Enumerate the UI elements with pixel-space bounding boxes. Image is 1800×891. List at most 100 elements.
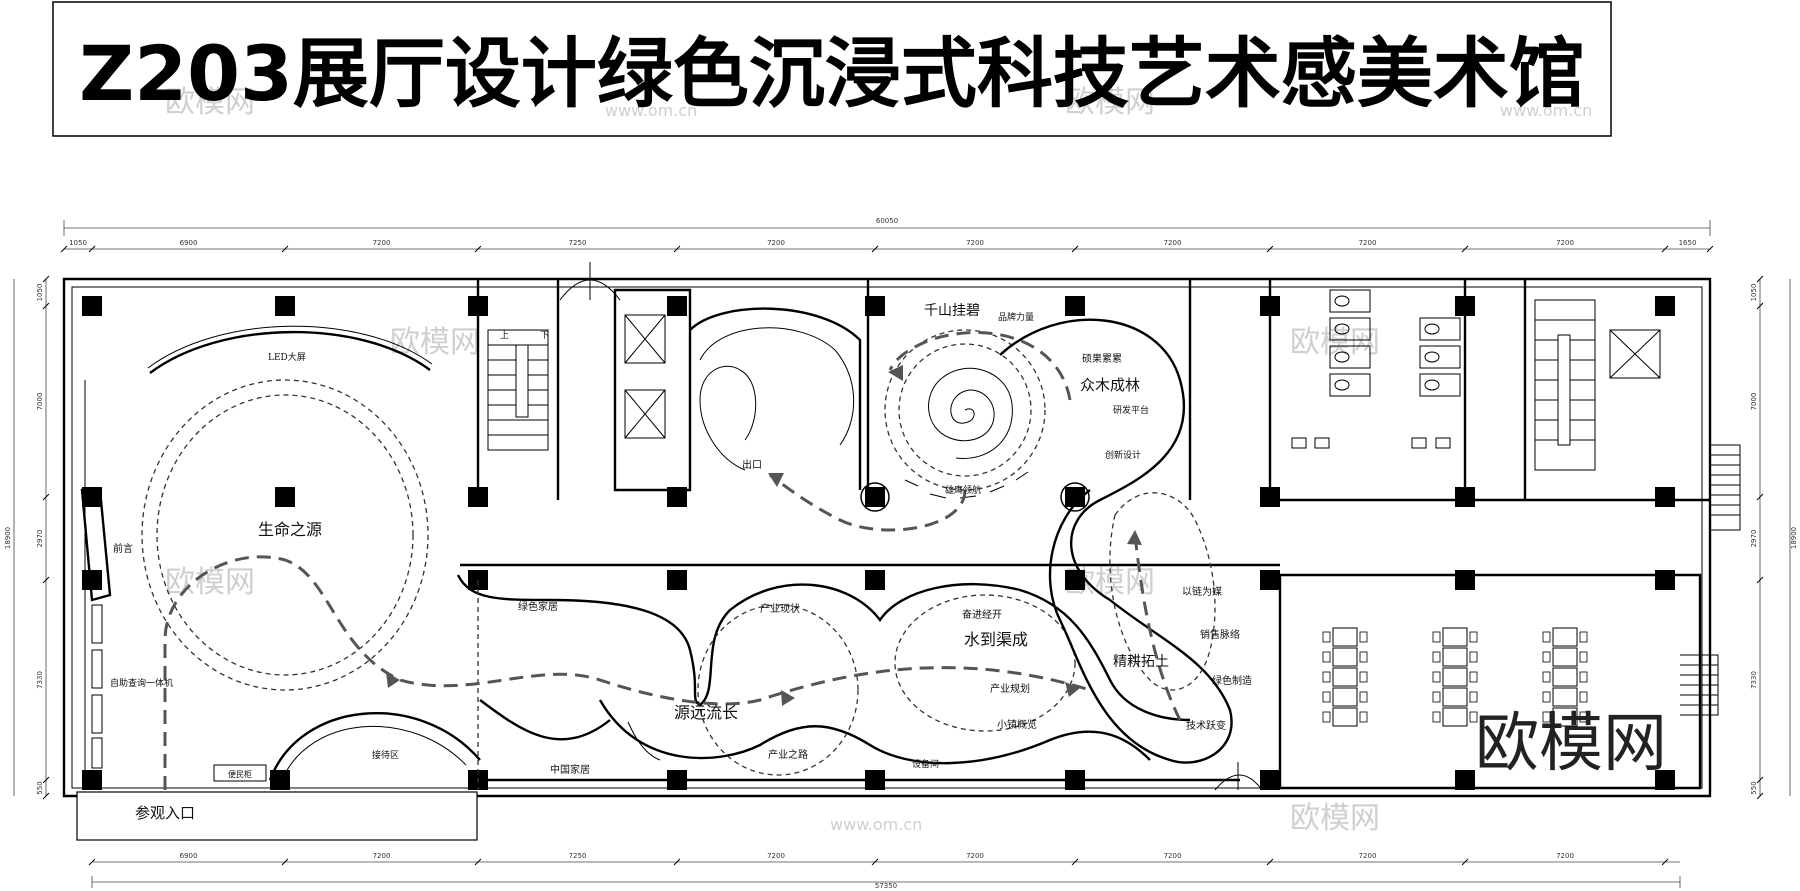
room-labels: LED大屏 生命之源 前言 自助查询一体机 便民柜 参观入口 接待区 绿色家居 …	[110, 303, 1252, 822]
label-brand-power: 品牌力量	[998, 311, 1034, 323]
chair	[1579, 671, 1588, 683]
dim-tick	[1071, 858, 1079, 866]
chair	[1579, 651, 1588, 663]
toilet-bowl	[1334, 379, 1350, 391]
dim-tick	[474, 858, 482, 866]
watermark-brand: 欧模网	[165, 565, 255, 600]
dim-segment-label: 1650	[1679, 239, 1697, 247]
toilet-stall	[1419, 345, 1461, 369]
label-forest: 众木成林	[1080, 376, 1140, 394]
dim-segment-label: 7250	[569, 239, 587, 247]
desk	[1332, 667, 1358, 687]
column	[1455, 770, 1475, 790]
page-title: Z203展厅设计绿色沉浸式科技艺术感美术馆	[79, 29, 1585, 118]
dim-segment-label: 6900	[180, 239, 198, 247]
label-kiosk: 自助查询一体机	[110, 677, 173, 689]
label-entrance: 参观入口	[135, 804, 195, 822]
dim-segment-label: 7200	[1359, 239, 1377, 247]
dim-tick	[673, 245, 681, 253]
column	[1065, 296, 1085, 316]
label-sales-network: 销售脉络	[1200, 628, 1240, 641]
dim-top-total: 60050	[876, 217, 898, 225]
chair	[1542, 671, 1551, 683]
chair	[1542, 631, 1551, 643]
sink	[1435, 437, 1451, 449]
dim-tick	[42, 302, 50, 310]
column	[1260, 487, 1280, 507]
dim-segment-label: 7200	[1556, 239, 1574, 247]
dim-tick	[88, 858, 96, 866]
dim-segment-label: 7200	[373, 852, 391, 860]
chair	[1469, 711, 1478, 723]
desk	[1332, 707, 1358, 727]
dim-tick	[871, 245, 879, 253]
column	[1655, 296, 1675, 316]
dim-segment-label: 1050	[36, 284, 44, 302]
dim-tick	[1706, 245, 1714, 253]
chair	[1432, 691, 1441, 703]
dim-segment-label: 6900	[180, 852, 198, 860]
toilet-stall	[1329, 345, 1371, 369]
dim-bottom-total: 57350	[875, 882, 897, 890]
column	[1455, 296, 1475, 316]
dim-tick	[42, 275, 50, 283]
toilet-bowl	[1334, 351, 1350, 363]
column	[270, 770, 290, 790]
chair	[1322, 691, 1331, 703]
dim-segment-label: 550	[36, 781, 44, 794]
watermark-layer: 欧模网 www.om.cn 欧模网 www.om.cn 欧模网 欧模网 欧模网 …	[165, 85, 1592, 836]
dim-tick	[42, 776, 50, 784]
chair	[1579, 631, 1588, 643]
toilet-bowl	[1424, 351, 1440, 363]
dim-tick	[871, 858, 879, 866]
label-fruitful: 硕果累累	[1082, 353, 1122, 365]
sink	[1411, 437, 1427, 449]
chair	[1359, 631, 1368, 643]
dim-tick	[1461, 858, 1469, 866]
watermark-url: www.om.cn	[1500, 101, 1592, 120]
desk	[1552, 707, 1578, 727]
watermark-url: www.om.cn	[605, 101, 697, 120]
chair	[1322, 711, 1331, 723]
sink	[1314, 437, 1330, 449]
desk	[1552, 627, 1578, 647]
dim-tick	[1071, 245, 1079, 253]
visitor-route	[163, 331, 1182, 790]
dim-tick	[1266, 245, 1274, 253]
desk	[1442, 627, 1468, 647]
building-walls: 上 下 出口	[62, 262, 1741, 841]
label-rd-platform: 研发平台	[1113, 404, 1149, 416]
desk	[1442, 647, 1468, 667]
label-industry-road: 产业之路	[768, 748, 808, 761]
office-desks	[1322, 627, 1588, 727]
column	[1455, 487, 1475, 507]
toilet-bowl	[1424, 379, 1440, 391]
label-intensive-farming: 精耕拓土	[1113, 653, 1169, 670]
dim-segment-label: 7250	[569, 852, 587, 860]
column	[82, 770, 102, 790]
dim-tick	[42, 792, 50, 800]
watermark-url: www.om.cn	[830, 815, 922, 834]
dim-segment-label: 7000	[36, 393, 44, 411]
dim-tick	[1661, 858, 1669, 866]
dim-tick	[1461, 245, 1469, 253]
chair	[1359, 711, 1368, 723]
dim-right-total: 18900	[1790, 527, 1798, 549]
column	[667, 770, 687, 790]
column	[1455, 570, 1475, 590]
exit-label: 出口	[742, 458, 762, 471]
column	[1655, 770, 1675, 790]
dim-segment-label: 7200	[966, 239, 984, 247]
dim-segment-label: 550	[1750, 781, 1758, 794]
chair	[1432, 651, 1441, 663]
toilet-stall	[1329, 373, 1371, 397]
label-chain-attract: 以链为媒	[1182, 585, 1222, 598]
watermark-brand: 欧模网	[1065, 85, 1155, 120]
restroom-fixtures	[1291, 289, 1461, 449]
column	[865, 296, 885, 316]
dim-tick	[1266, 858, 1274, 866]
stair-up-label: 上	[500, 330, 509, 341]
toilet-bowl	[1334, 323, 1350, 335]
dim-tick	[1756, 275, 1764, 283]
dim-segment-label: 7330	[1750, 671, 1758, 689]
